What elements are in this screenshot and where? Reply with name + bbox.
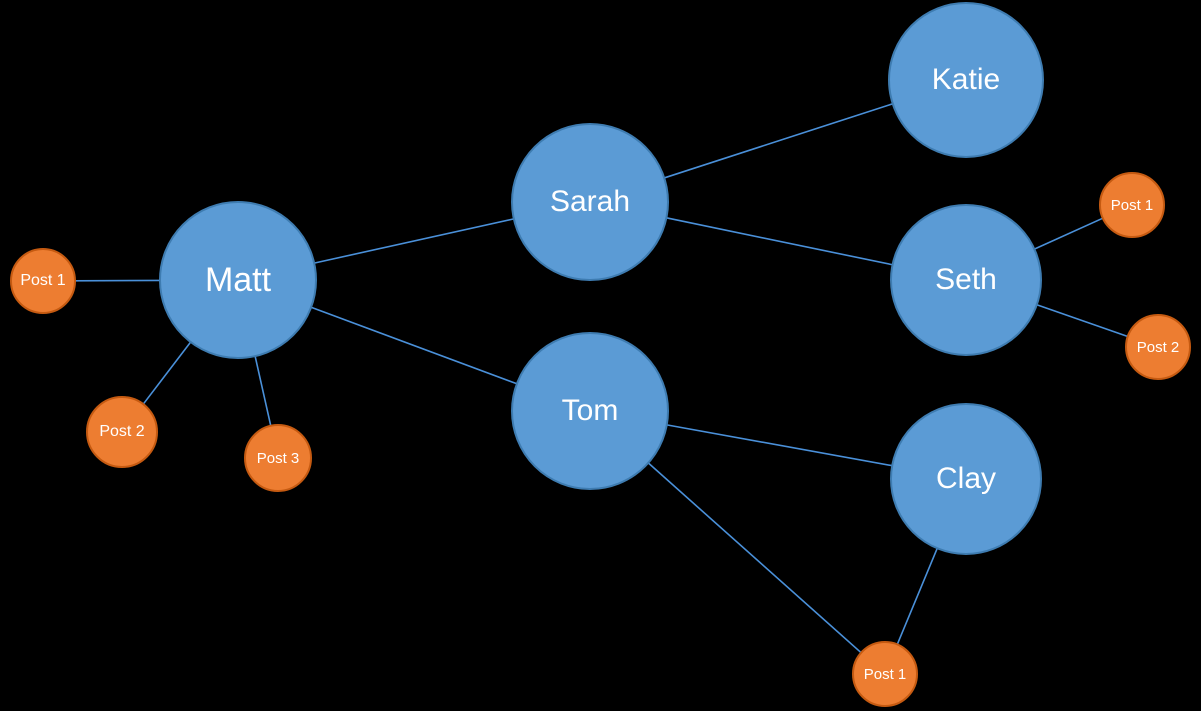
edge-matt-to-tom bbox=[310, 306, 518, 385]
edge-sarah-to-seth bbox=[666, 217, 893, 266]
node-label-matt_post2: Post 2 bbox=[99, 423, 145, 440]
node-label-katie: Katie bbox=[931, 63, 1001, 96]
node-label-shared_post1: Post 1 bbox=[863, 665, 907, 683]
node-clay[interactable]: Clay bbox=[890, 403, 1042, 555]
edge-matt_post2-to-matt bbox=[142, 341, 192, 405]
edge-clay-to-shared_post1 bbox=[896, 547, 938, 645]
node-seth_post2[interactable]: Post 2 bbox=[1125, 314, 1191, 380]
edge-sarah-to-katie bbox=[663, 103, 894, 179]
node-matt_post3[interactable]: Post 3 bbox=[244, 424, 312, 492]
node-shared_post1[interactable]: Post 1 bbox=[852, 641, 918, 707]
node-matt[interactable]: Matt bbox=[159, 201, 317, 359]
node-katie[interactable]: Katie bbox=[888, 2, 1044, 158]
node-label-matt_post3: Post 3 bbox=[256, 449, 300, 467]
node-label-seth_post2: Post 2 bbox=[1136, 338, 1180, 356]
node-label-matt: Matt bbox=[204, 261, 272, 299]
node-label-clay: Clay bbox=[935, 462, 996, 495]
node-tom[interactable]: Tom bbox=[511, 332, 669, 490]
node-label-tom: Tom bbox=[561, 394, 619, 427]
edge-seth-to-seth_post1 bbox=[1034, 217, 1104, 250]
node-sarah[interactable]: Sarah bbox=[511, 123, 669, 281]
edge-tom-to-shared_post1 bbox=[647, 462, 862, 654]
node-label-matt_post1: Post 1 bbox=[20, 272, 66, 289]
edge-seth-to-seth_post2 bbox=[1036, 303, 1129, 338]
edge-matt-to-sarah bbox=[313, 218, 515, 264]
node-label-sarah: Sarah bbox=[549, 185, 631, 218]
node-seth_post1[interactable]: Post 1 bbox=[1099, 172, 1165, 238]
edge-matt_post3-to-matt bbox=[254, 355, 272, 426]
node-label-seth: Seth bbox=[935, 263, 997, 296]
node-matt_post2[interactable]: Post 2 bbox=[86, 396, 158, 468]
node-matt_post1[interactable]: Post 1 bbox=[10, 248, 76, 314]
node-label-seth_post1: Post 1 bbox=[1110, 196, 1154, 214]
edge-tom-to-clay bbox=[666, 424, 893, 467]
node-seth[interactable]: Seth bbox=[890, 204, 1042, 356]
